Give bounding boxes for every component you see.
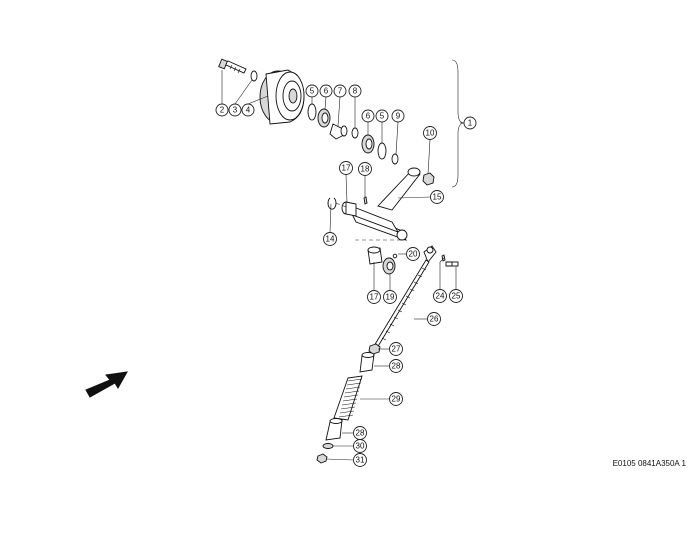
svg-text:26: 26 xyxy=(430,315,439,324)
bearing-part xyxy=(317,108,331,128)
callout-15: 15 xyxy=(430,190,444,204)
callout-17a: 17 xyxy=(339,161,353,175)
callout-6a: 6 xyxy=(319,84,333,98)
callout-31: 31 xyxy=(353,453,367,467)
roller-wheel-part xyxy=(259,69,305,125)
svg-text:9: 9 xyxy=(396,112,401,121)
assembly-bracket xyxy=(451,59,465,188)
svg-text:8: 8 xyxy=(353,87,358,96)
swing-arm-part xyxy=(345,167,421,241)
washer-part-30 xyxy=(322,443,334,449)
callout-4: 4 xyxy=(241,103,255,117)
callout-8: 8 xyxy=(348,84,362,98)
callout-9: 9 xyxy=(391,109,405,123)
circlip-part xyxy=(327,197,337,210)
bushing-part-lower xyxy=(367,246,383,265)
bolt-part xyxy=(218,58,247,74)
callout-20: 20 xyxy=(406,247,420,261)
snap-ring-part xyxy=(307,103,317,121)
svg-text:31: 31 xyxy=(356,456,365,465)
clevis-pin-part xyxy=(441,254,446,262)
callout-7: 7 xyxy=(333,84,347,98)
svg-text:28: 28 xyxy=(392,362,401,371)
callout-17b: 17 xyxy=(367,290,381,304)
svg-text:24: 24 xyxy=(436,292,445,301)
axis-line-2 xyxy=(335,202,347,208)
leader-lines xyxy=(221,70,464,461)
spring-seat-part xyxy=(359,352,375,373)
grease-nipple-part xyxy=(392,253,398,259)
svg-text:30: 30 xyxy=(356,442,365,451)
svg-text:5: 5 xyxy=(310,87,315,96)
svg-text:1: 1 xyxy=(468,119,473,128)
svg-text:19: 19 xyxy=(386,293,395,302)
svg-text:17: 17 xyxy=(370,293,379,302)
svg-text:14: 14 xyxy=(326,235,335,244)
svg-text:6: 6 xyxy=(324,87,329,96)
reference-code: E0105 0841A350A 1 xyxy=(612,459,686,468)
callout-27: 27 xyxy=(389,342,403,356)
svg-text:29: 29 xyxy=(392,395,401,404)
bolt-part-25 xyxy=(445,261,459,267)
nut-part-31 xyxy=(316,453,328,464)
callout-14: 14 xyxy=(323,232,337,246)
svg-text:10: 10 xyxy=(426,129,435,138)
svg-text:4: 4 xyxy=(246,106,251,115)
bearing-part-2 xyxy=(361,134,375,154)
svg-text:27: 27 xyxy=(392,345,401,354)
callout-25: 25 xyxy=(449,289,463,303)
svg-text:28: 28 xyxy=(356,429,365,438)
nut-part xyxy=(422,172,435,186)
callout-6b: 6 xyxy=(361,109,375,123)
svg-text:7: 7 xyxy=(338,87,343,96)
washer-part-9 xyxy=(391,153,399,165)
svg-text:3: 3 xyxy=(233,106,238,115)
callout-5b: 5 xyxy=(375,109,389,123)
svg-text:18: 18 xyxy=(361,165,370,174)
snap-ring-part-2 xyxy=(377,142,387,160)
callout-3: 3 xyxy=(228,103,242,117)
callout-29: 29 xyxy=(389,392,403,406)
callout-28a: 28 xyxy=(389,359,403,373)
spacer-sleeve-part xyxy=(329,123,348,140)
washer-part xyxy=(250,70,258,82)
spring-seat-part-lower xyxy=(325,418,343,441)
callout-5a: 5 xyxy=(305,84,319,98)
callout-19: 19 xyxy=(383,290,397,304)
threaded-rod-part xyxy=(373,259,430,349)
svg-text:6: 6 xyxy=(366,112,371,121)
svg-text:15: 15 xyxy=(433,193,442,202)
svg-text:25: 25 xyxy=(452,292,461,301)
svg-text:20: 20 xyxy=(409,250,418,259)
callout-18: 18 xyxy=(358,162,372,176)
lock-nut-part xyxy=(368,343,381,355)
callout-24: 24 xyxy=(433,289,447,303)
callout-1: 1 xyxy=(463,116,477,130)
svg-text:2: 2 xyxy=(220,106,225,115)
rod-end-part xyxy=(423,245,437,263)
shim-washer-part xyxy=(351,127,359,139)
collar-part xyxy=(382,257,396,275)
callout-26: 26 xyxy=(427,312,441,326)
direction-arrow-icon xyxy=(85,371,128,398)
bushing-part xyxy=(341,201,357,217)
callout-30: 30 xyxy=(353,439,367,453)
callout-2: 2 xyxy=(215,103,229,117)
svg-text:5: 5 xyxy=(380,112,385,121)
callout-28b: 28 xyxy=(353,426,367,440)
svg-text:17: 17 xyxy=(342,164,351,173)
callout-10: 10 xyxy=(423,126,437,140)
spring-part xyxy=(333,375,363,421)
pin-part xyxy=(363,196,368,205)
